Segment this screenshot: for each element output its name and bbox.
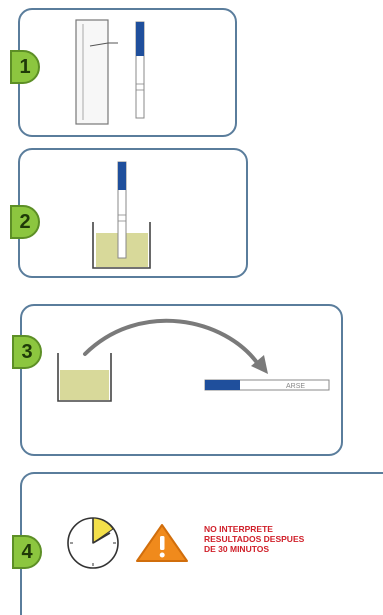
step-1-panel (18, 8, 237, 137)
step-1-badge: 1 (10, 50, 40, 84)
test-strip-icon (135, 21, 145, 119)
warning-icon (136, 524, 188, 562)
step-2-badge: 2 (10, 205, 40, 239)
strip-window-text: ARSE (286, 383, 305, 390)
foil-pouch-icon (75, 19, 118, 125)
curved-arrow-icon (83, 318, 268, 374)
step-4-badge: 4 (12, 535, 42, 569)
beaker-icon (57, 353, 112, 402)
horizontal-strip-icon: ARSE (204, 379, 330, 391)
dipped-strip-icon (117, 161, 127, 259)
clock-icon (67, 517, 119, 569)
step-3-badge: 3 (12, 335, 42, 369)
warning-text: NO INTERPRETE RESULTADOS DESPUES DE 30 M… (204, 524, 305, 554)
